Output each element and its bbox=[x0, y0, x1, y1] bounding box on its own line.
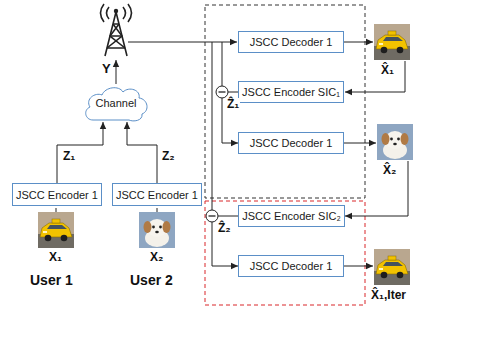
node-text: JSCC Encoder 1 bbox=[116, 189, 198, 201]
iteration-region bbox=[205, 201, 365, 305]
signal-label: Z₂ bbox=[162, 150, 175, 163]
node-text: Channel bbox=[96, 97, 137, 109]
signal-label: X₂ bbox=[150, 251, 163, 264]
signal-label: Ẑ₁ bbox=[226, 98, 240, 111]
process-box: JSCC Decoder 1 bbox=[238, 255, 344, 277]
node-text: JSCC Encoder SIC₁ bbox=[242, 86, 340, 98]
output-wire bbox=[344, 266, 373, 267]
signal-label: Z₁ bbox=[63, 150, 75, 163]
signal-label: X̂₁ bbox=[381, 64, 394, 77]
signal-label: X₁ bbox=[49, 251, 62, 264]
signal-label: User 1 bbox=[30, 273, 73, 288]
process-box: JSCC Encoder SIC₁ bbox=[238, 81, 344, 103]
uplink-wire bbox=[116, 60, 117, 84]
subtract-symbol bbox=[206, 210, 218, 222]
input-wire bbox=[56, 208, 57, 212]
process-box: JSCC Decoder 1 bbox=[238, 31, 344, 53]
process-box: JSCC Decoder 1 bbox=[238, 132, 344, 154]
signal-label: X̂₁,Iter bbox=[371, 289, 406, 302]
antenna-tip bbox=[114, 9, 118, 13]
node-text: JSCC Encoder SIC₂ bbox=[242, 210, 340, 222]
bus-wire bbox=[222, 42, 223, 86]
signal-connector bbox=[127, 122, 157, 183]
process-box: JSCC Encoder 1 bbox=[112, 183, 202, 206]
node-text: JSCC Encoder 1 bbox=[16, 189, 98, 201]
signal-label: Ẑ₂ bbox=[217, 222, 232, 235]
channel-cloud: Channel bbox=[83, 84, 149, 122]
output-image bbox=[374, 24, 410, 60]
input-wire bbox=[157, 208, 158, 212]
feedback-wire bbox=[345, 161, 408, 216]
process-box: JSCC Encoder SIC₂ bbox=[238, 205, 345, 227]
process-box: JSCC Encoder 1 bbox=[12, 183, 102, 206]
subtract-symbol bbox=[216, 86, 228, 98]
node-text: JSCC Decoder 1 bbox=[250, 260, 333, 272]
bus-wire bbox=[212, 42, 213, 210]
output-image bbox=[374, 249, 410, 285]
signal-label: X̂₂ bbox=[383, 164, 396, 177]
signal-connector bbox=[57, 122, 103, 183]
base-station-tower bbox=[101, 4, 132, 56]
downlink-wire bbox=[128, 42, 237, 43]
signal-connector bbox=[212, 216, 238, 266]
node-text: JSCC Decoder 1 bbox=[250, 36, 333, 48]
output-wire bbox=[344, 143, 376, 144]
feedback-wire bbox=[345, 61, 405, 92]
input-image bbox=[139, 212, 175, 248]
output-wire bbox=[344, 42, 373, 43]
node-text: JSCC Decoder 1 bbox=[250, 137, 333, 149]
output-image bbox=[377, 124, 413, 160]
signal-label: User 2 bbox=[130, 273, 173, 288]
sic-stage-region bbox=[205, 5, 365, 198]
signal-label: Y bbox=[102, 62, 111, 76]
input-image bbox=[38, 212, 74, 248]
